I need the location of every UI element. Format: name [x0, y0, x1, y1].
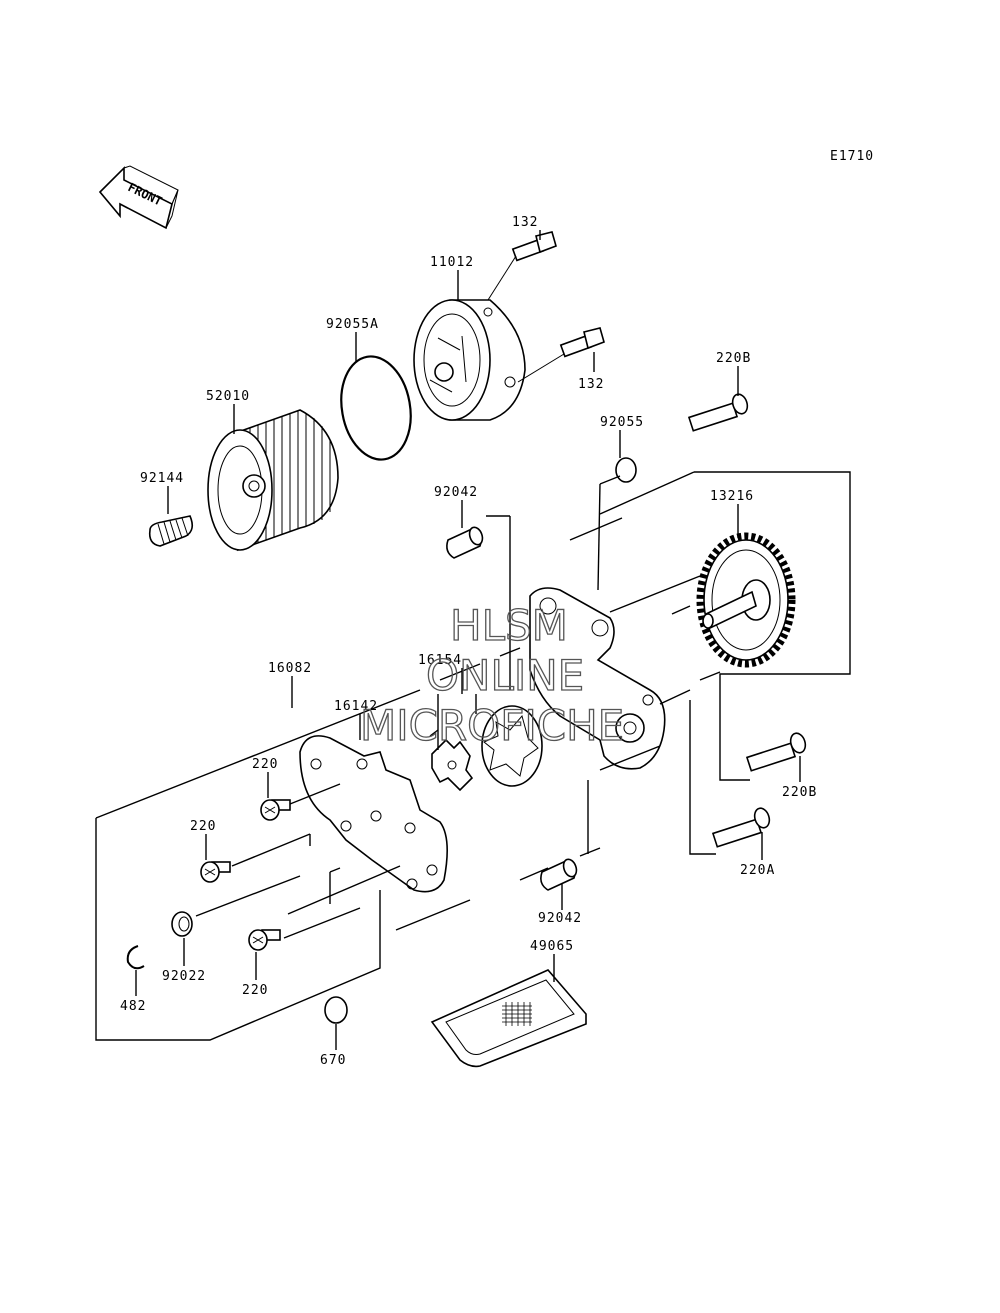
- part-220B-right-label: 220B: [782, 785, 817, 800]
- part-220-a-label: 220: [252, 757, 278, 772]
- part-16082-label: 16082: [268, 661, 312, 676]
- oil-filter-cover[interactable]: [413, 299, 526, 421]
- watermark: HLSM ONLINE MICROFICHE: [359, 600, 624, 750]
- part-92144-label: 92144: [140, 471, 184, 486]
- bolt-220A[interactable]: [711, 806, 772, 848]
- part-220A-label: 220A: [740, 863, 775, 878]
- oil-pump-gear[interactable]: [696, 532, 796, 668]
- dowel-pin-92042-bottom[interactable]: [540, 857, 579, 891]
- outer-rotor[interactable]: [481, 705, 543, 787]
- pump-cover-plate[interactable]: [299, 735, 448, 893]
- part-132-top-label: 132: [512, 215, 538, 230]
- part-482-label: 482: [120, 999, 146, 1014]
- front-arrow-icon: FRONT: [98, 165, 179, 230]
- part-92042-top-label: 92042: [434, 485, 478, 500]
- bolt-220B-top[interactable]: [687, 392, 750, 432]
- circlip-482[interactable]: [126, 945, 145, 970]
- assembly-outline: [95, 471, 851, 1041]
- part-16154-label: 16154: [418, 653, 462, 668]
- oil-strainer[interactable]: [430, 969, 587, 1068]
- screw-220-b[interactable]: [200, 861, 231, 883]
- oil-pump-body[interactable]: [529, 587, 666, 770]
- bolt-220B-right[interactable]: [745, 731, 808, 772]
- o-ring-92055A[interactable]: [333, 351, 418, 465]
- part-670-label: 670: [320, 1053, 346, 1068]
- oil-filter[interactable]: [207, 409, 339, 552]
- bolt-132-bottom[interactable]: [559, 327, 605, 358]
- screw-220-a[interactable]: [260, 799, 291, 821]
- part-92055A-label: 92055A: [326, 317, 379, 332]
- diagram-code: E1710: [830, 149, 874, 164]
- part-92022-label: 92022: [162, 969, 206, 984]
- part-49065-label: 49065: [530, 939, 574, 954]
- part-92042-bottom-label: 92042: [538, 911, 582, 926]
- part-92055-label: 92055: [600, 415, 644, 430]
- spring-92144[interactable]: [148, 515, 194, 547]
- part-13216-label: 13216: [710, 489, 754, 504]
- part-220B-top-label: 220B: [716, 351, 751, 366]
- screw-220-c[interactable]: [248, 929, 281, 951]
- bolt-132-top[interactable]: [511, 231, 557, 262]
- dowel-pin-92042-top[interactable]: [446, 525, 485, 559]
- part-52010-label: 52010: [206, 389, 250, 404]
- watermark-line-3: MICROFICHE: [360, 701, 624, 750]
- part-220-c-label: 220: [242, 983, 268, 998]
- part-11012-label: 11012: [430, 255, 474, 270]
- o-ring-670[interactable]: [324, 996, 348, 1024]
- part-16142-label: 16142: [334, 699, 378, 714]
- part-220-b-label: 220: [190, 819, 216, 834]
- o-ring-92055[interactable]: [615, 457, 637, 483]
- part-132-bottom-label: 132: [578, 377, 604, 392]
- watermark-line-1: HLSM: [450, 601, 568, 650]
- watermark-line-2: ONLINE: [426, 651, 584, 700]
- inner-rotor[interactable]: [431, 738, 474, 792]
